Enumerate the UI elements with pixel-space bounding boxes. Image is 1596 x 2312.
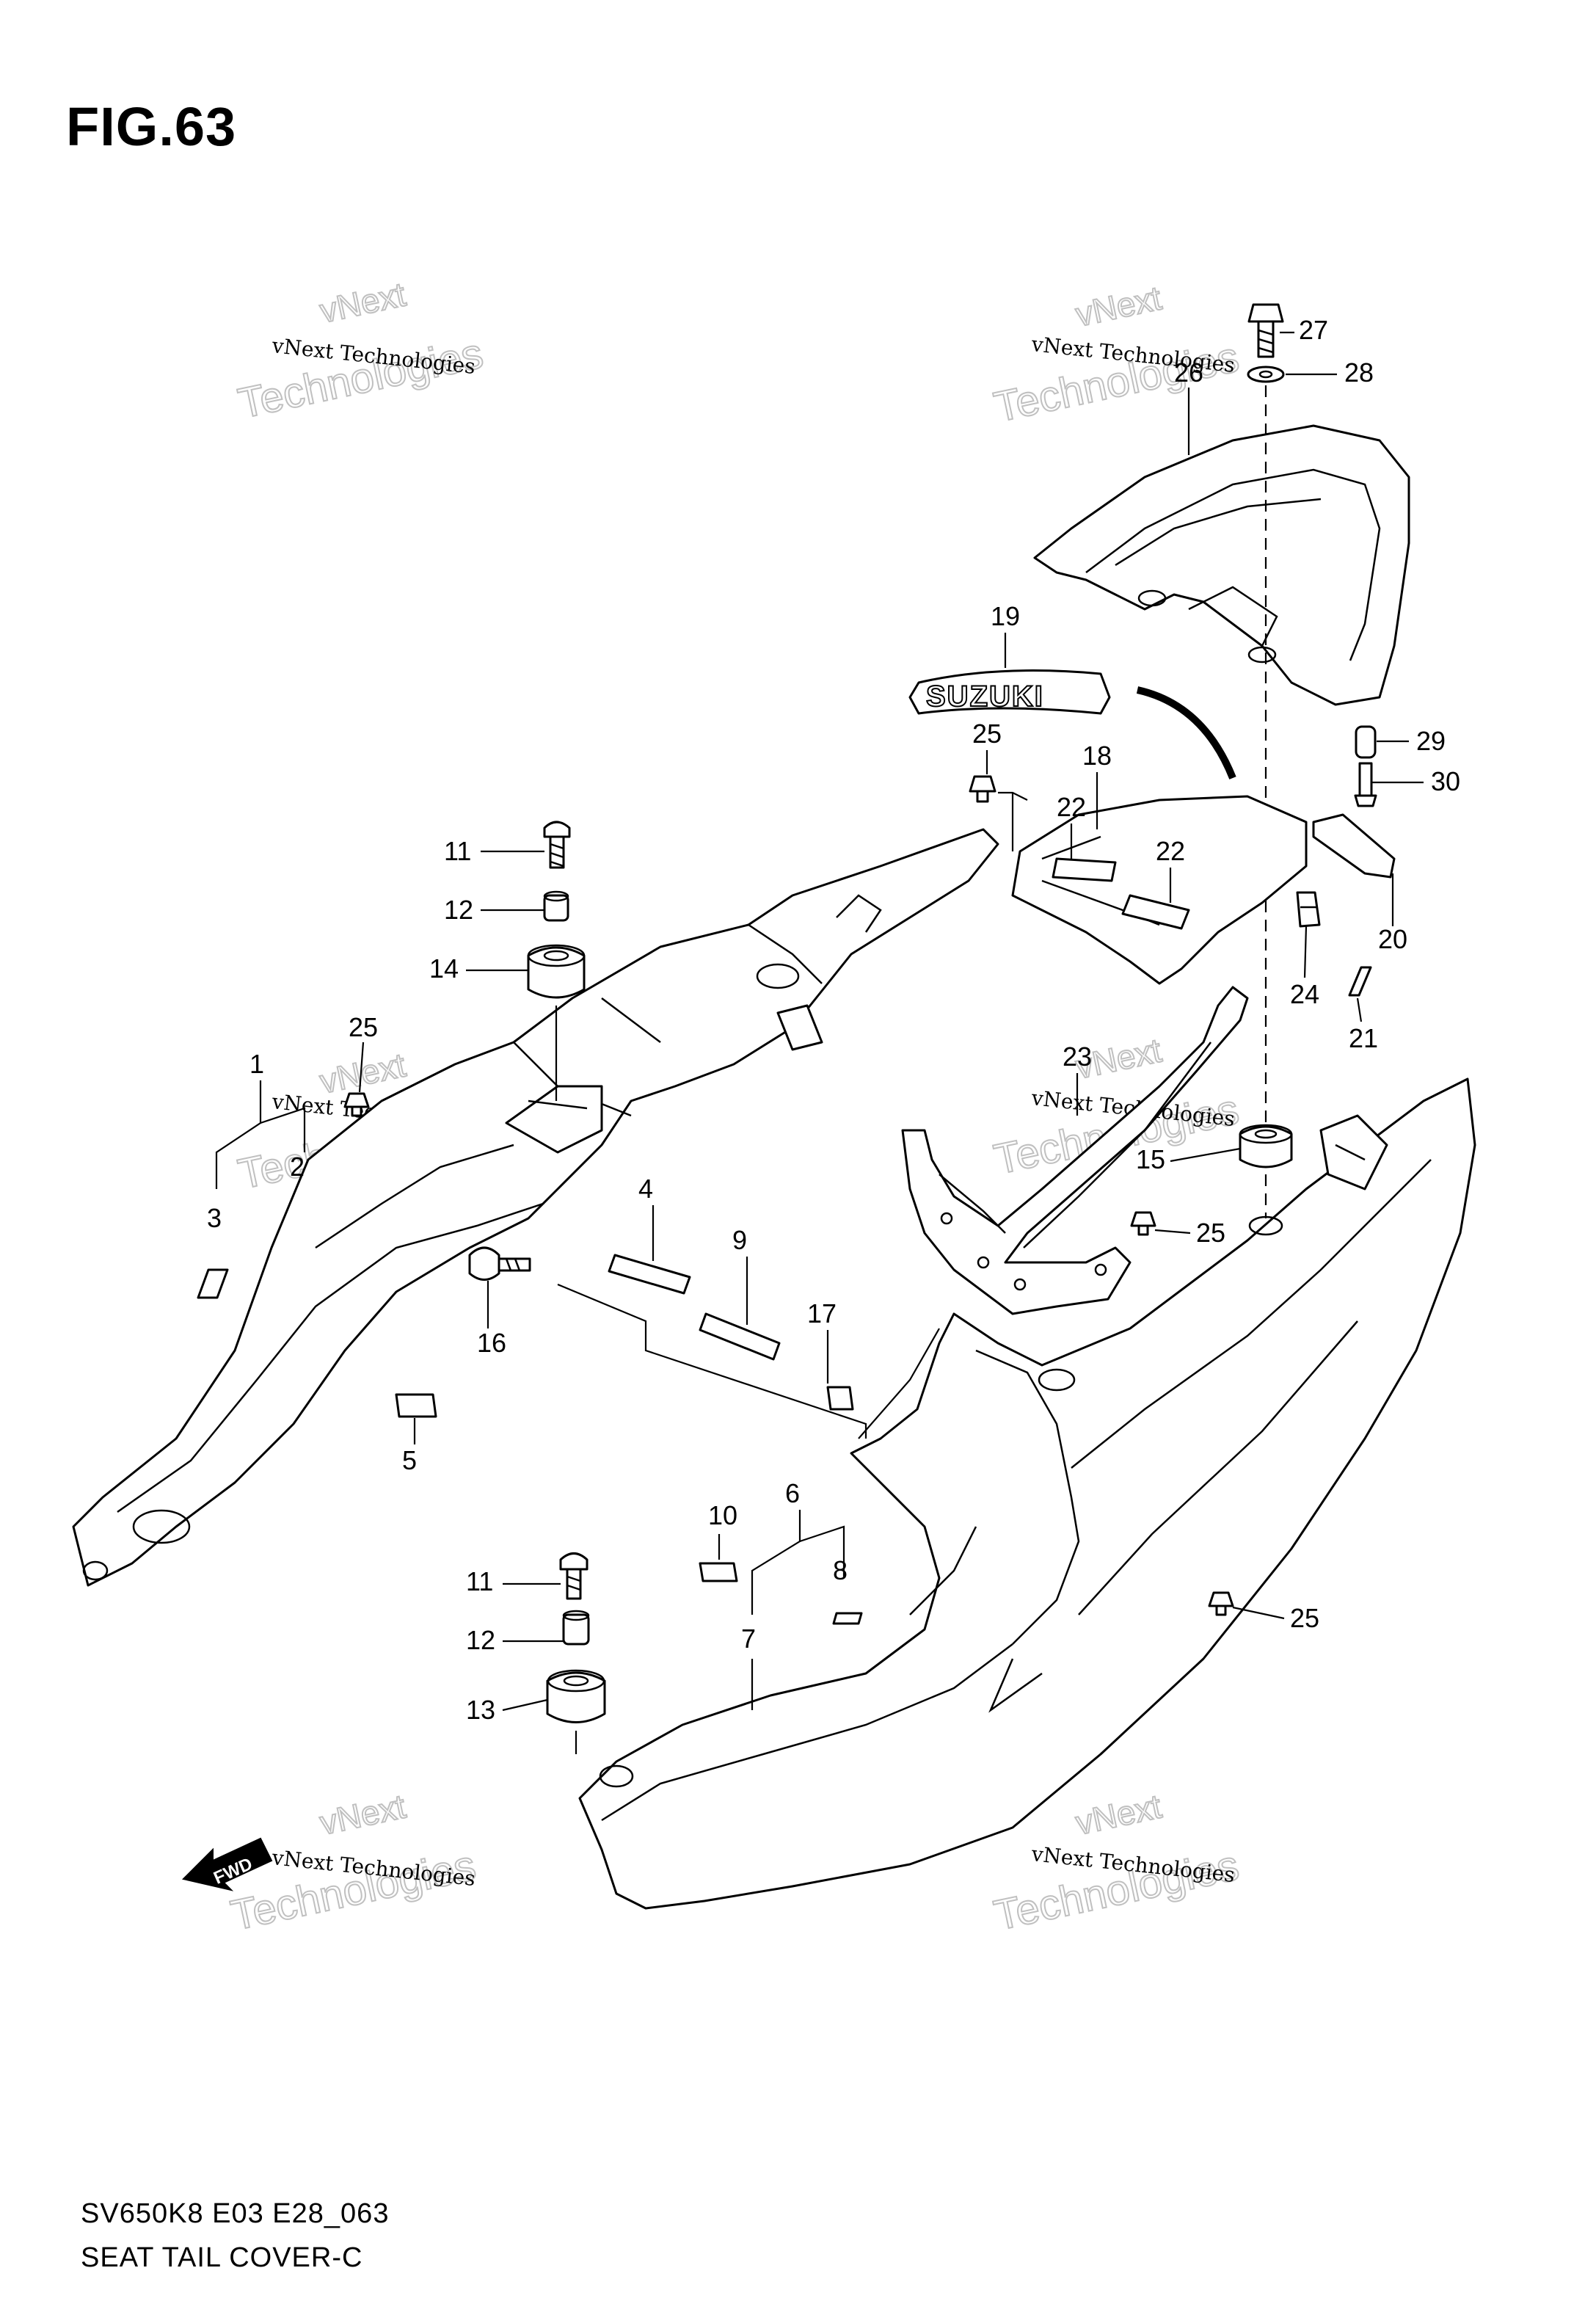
callout-25-left: 25 xyxy=(349,1012,378,1042)
callout-15: 15 xyxy=(1136,1144,1165,1174)
callout-16: 16 xyxy=(477,1328,506,1358)
part-14-grommet xyxy=(527,944,586,999)
part-12-collar-upper xyxy=(543,890,569,922)
callout-1: 1 xyxy=(249,1049,264,1079)
callout-25-right: 25 xyxy=(1196,1218,1225,1248)
part-27-bolt xyxy=(1247,303,1284,358)
part-11-screw-lower xyxy=(559,1552,589,1600)
part-26-rear-cowl xyxy=(1033,424,1410,706)
callout-25-bottom: 25 xyxy=(1290,1603,1319,1633)
part-10-label xyxy=(699,1562,738,1582)
model-code: SV650K8 E03 E28_063 xyxy=(81,2198,390,2229)
part-8-tag xyxy=(832,1612,863,1625)
callout-27: 27 xyxy=(1299,315,1328,345)
callout-12-upper: 12 xyxy=(444,895,473,925)
part-19-curve-stripe xyxy=(1136,686,1236,779)
watermark-small-text: vNext xyxy=(316,275,409,330)
part-19-suzuki-emblem: SUZUKI xyxy=(908,669,1111,715)
part-7-right-seat-tail-cover xyxy=(578,1077,1476,1910)
part-25-rivet-top xyxy=(969,775,996,803)
callout-5: 5 xyxy=(402,1445,417,1475)
part-21-tag xyxy=(1348,966,1372,997)
part-25-rivet-left xyxy=(343,1092,370,1117)
part-5-label xyxy=(395,1393,437,1418)
callout-10: 10 xyxy=(708,1500,737,1530)
callout-20: 20 xyxy=(1378,924,1407,954)
callout-24: 24 xyxy=(1290,979,1319,1009)
callout-4: 4 xyxy=(638,1174,653,1204)
callout-6: 6 xyxy=(785,1478,800,1508)
assembly-line-cover-right xyxy=(858,1328,940,1439)
assembly-line-16-cover xyxy=(557,1283,867,1439)
callout-11-upper: 11 xyxy=(444,836,471,866)
callout-26: 26 xyxy=(1174,357,1203,388)
part-23-center-frame xyxy=(901,986,1249,1315)
suzuki-emblem-text: SUZUKI xyxy=(926,680,1044,713)
callout-2: 2 xyxy=(290,1152,305,1182)
callout-group: 27 28 26 19 25 18 22 22 29 30 20 24 21 xyxy=(207,315,1460,1725)
part-13-grommet xyxy=(546,1669,606,1723)
callout-30: 30 xyxy=(1431,766,1460,796)
part-28-washer xyxy=(1247,366,1285,383)
callout-25-top: 25 xyxy=(972,719,1002,749)
part-15-mount-hole xyxy=(1248,1215,1283,1236)
part-20-strip xyxy=(1312,813,1396,879)
part-15-grommet xyxy=(1239,1124,1293,1168)
callout-19: 19 xyxy=(991,601,1020,631)
callout-12-lower: 12 xyxy=(466,1625,495,1655)
part-16-bolt xyxy=(468,1246,531,1281)
part-30-bolt xyxy=(1354,762,1377,807)
part-25-rivet-right xyxy=(1130,1211,1156,1236)
callout-21: 21 xyxy=(1349,1023,1378,1053)
callout-22-left: 22 xyxy=(1057,792,1086,822)
part-3-tag xyxy=(197,1268,229,1299)
callout-28: 28 xyxy=(1344,357,1374,388)
part-24-clip xyxy=(1296,891,1321,928)
callout-18: 18 xyxy=(1082,741,1112,771)
figure-caption: SEAT TAIL COVER-C xyxy=(81,2242,363,2273)
callout-3: 3 xyxy=(207,1203,222,1233)
part-1-left-seat-tail-cover xyxy=(72,828,999,1587)
part-25-rivet-bottom xyxy=(1208,1591,1234,1616)
watermark-small-text: vNext xyxy=(1072,1786,1165,1842)
callout-11-lower: 11 xyxy=(466,1566,493,1596)
figure-title: FIG.63 xyxy=(66,96,237,157)
part-11-screw-upper xyxy=(543,821,571,869)
watermark-small-text: vNext xyxy=(316,1786,409,1842)
fwd-arrow-icon: FWD xyxy=(182,1837,273,1891)
watermark-small-text: vNext xyxy=(1072,278,1165,333)
callout-14: 14 xyxy=(429,953,459,984)
part-29-collar xyxy=(1355,725,1377,759)
part-12-collar-lower xyxy=(562,1610,590,1646)
part-9-label xyxy=(699,1312,781,1361)
callout-29: 29 xyxy=(1416,726,1446,756)
part-18-center-cover xyxy=(1011,795,1308,985)
callout-13: 13 xyxy=(466,1695,495,1725)
callout-22-right: 22 xyxy=(1156,836,1185,866)
part-17-label xyxy=(826,1386,854,1411)
callout-8: 8 xyxy=(833,1555,848,1585)
callout-17: 17 xyxy=(807,1298,837,1328)
callout-9: 9 xyxy=(732,1225,747,1255)
callout-23: 23 xyxy=(1063,1042,1092,1072)
part-4-label xyxy=(608,1254,691,1295)
callout-7: 7 xyxy=(741,1624,756,1654)
